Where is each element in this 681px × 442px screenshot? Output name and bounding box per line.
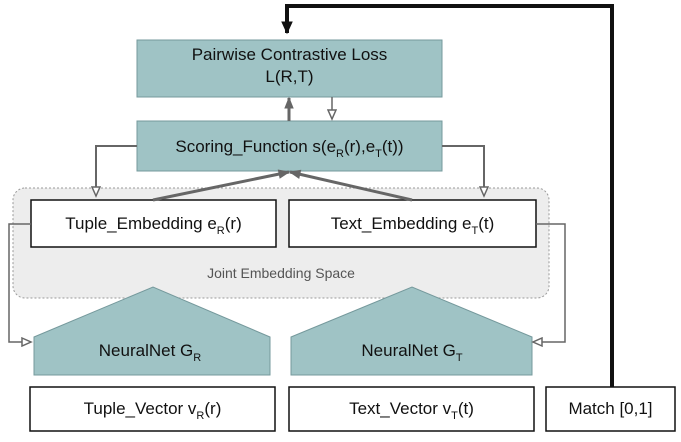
scoring-function-label: Scoring_Function s(eR(r),eT(t)) <box>175 137 403 160</box>
neuralnet-gr-label: NeuralNet GR <box>99 341 201 364</box>
scoring-to-tuple-embedding-arrow <box>96 145 137 196</box>
joint-embedding-space-label: Joint Embedding Space <box>207 265 355 281</box>
pairwise-contrastive-loss-node <box>136 39 443 98</box>
tuple-embedding-label: Tuple_Embedding eR(r) <box>65 214 241 237</box>
match-node <box>545 386 676 432</box>
neuralnet-gt-node <box>290 286 533 376</box>
text-vector-label: Text_Vector vT(t) <box>349 399 474 422</box>
text-embedding-to-scoring-arrow <box>288 169 413 202</box>
match-feedback-arrow <box>281 4 614 388</box>
text-embedding-label: Text_Embedding eT(t) <box>331 214 495 237</box>
tuple-embedding-to-scoring-arrow <box>152 169 291 202</box>
tuple-vector-label: Tuple_Vector vR(r) <box>84 399 222 422</box>
match-label: Match [0,1] <box>568 399 652 418</box>
loss-formula: L(R,T) <box>265 67 313 86</box>
tuple-vector-node <box>29 386 276 432</box>
text-vector-node <box>288 386 535 432</box>
neuralnet-gr-node <box>33 286 271 376</box>
neuralnet-gt-label: NeuralNet GT <box>361 341 462 364</box>
text-embedding-to-neuralnet-gt-arrow <box>533 223 566 342</box>
tuple-embedding-to-neuralnet-gr-arrow <box>8 223 31 342</box>
loss-title: Pairwise Contrastive Loss <box>192 45 388 64</box>
scoring-to-text-embedding-arrow <box>442 145 484 196</box>
text-embedding-node <box>288 199 537 248</box>
